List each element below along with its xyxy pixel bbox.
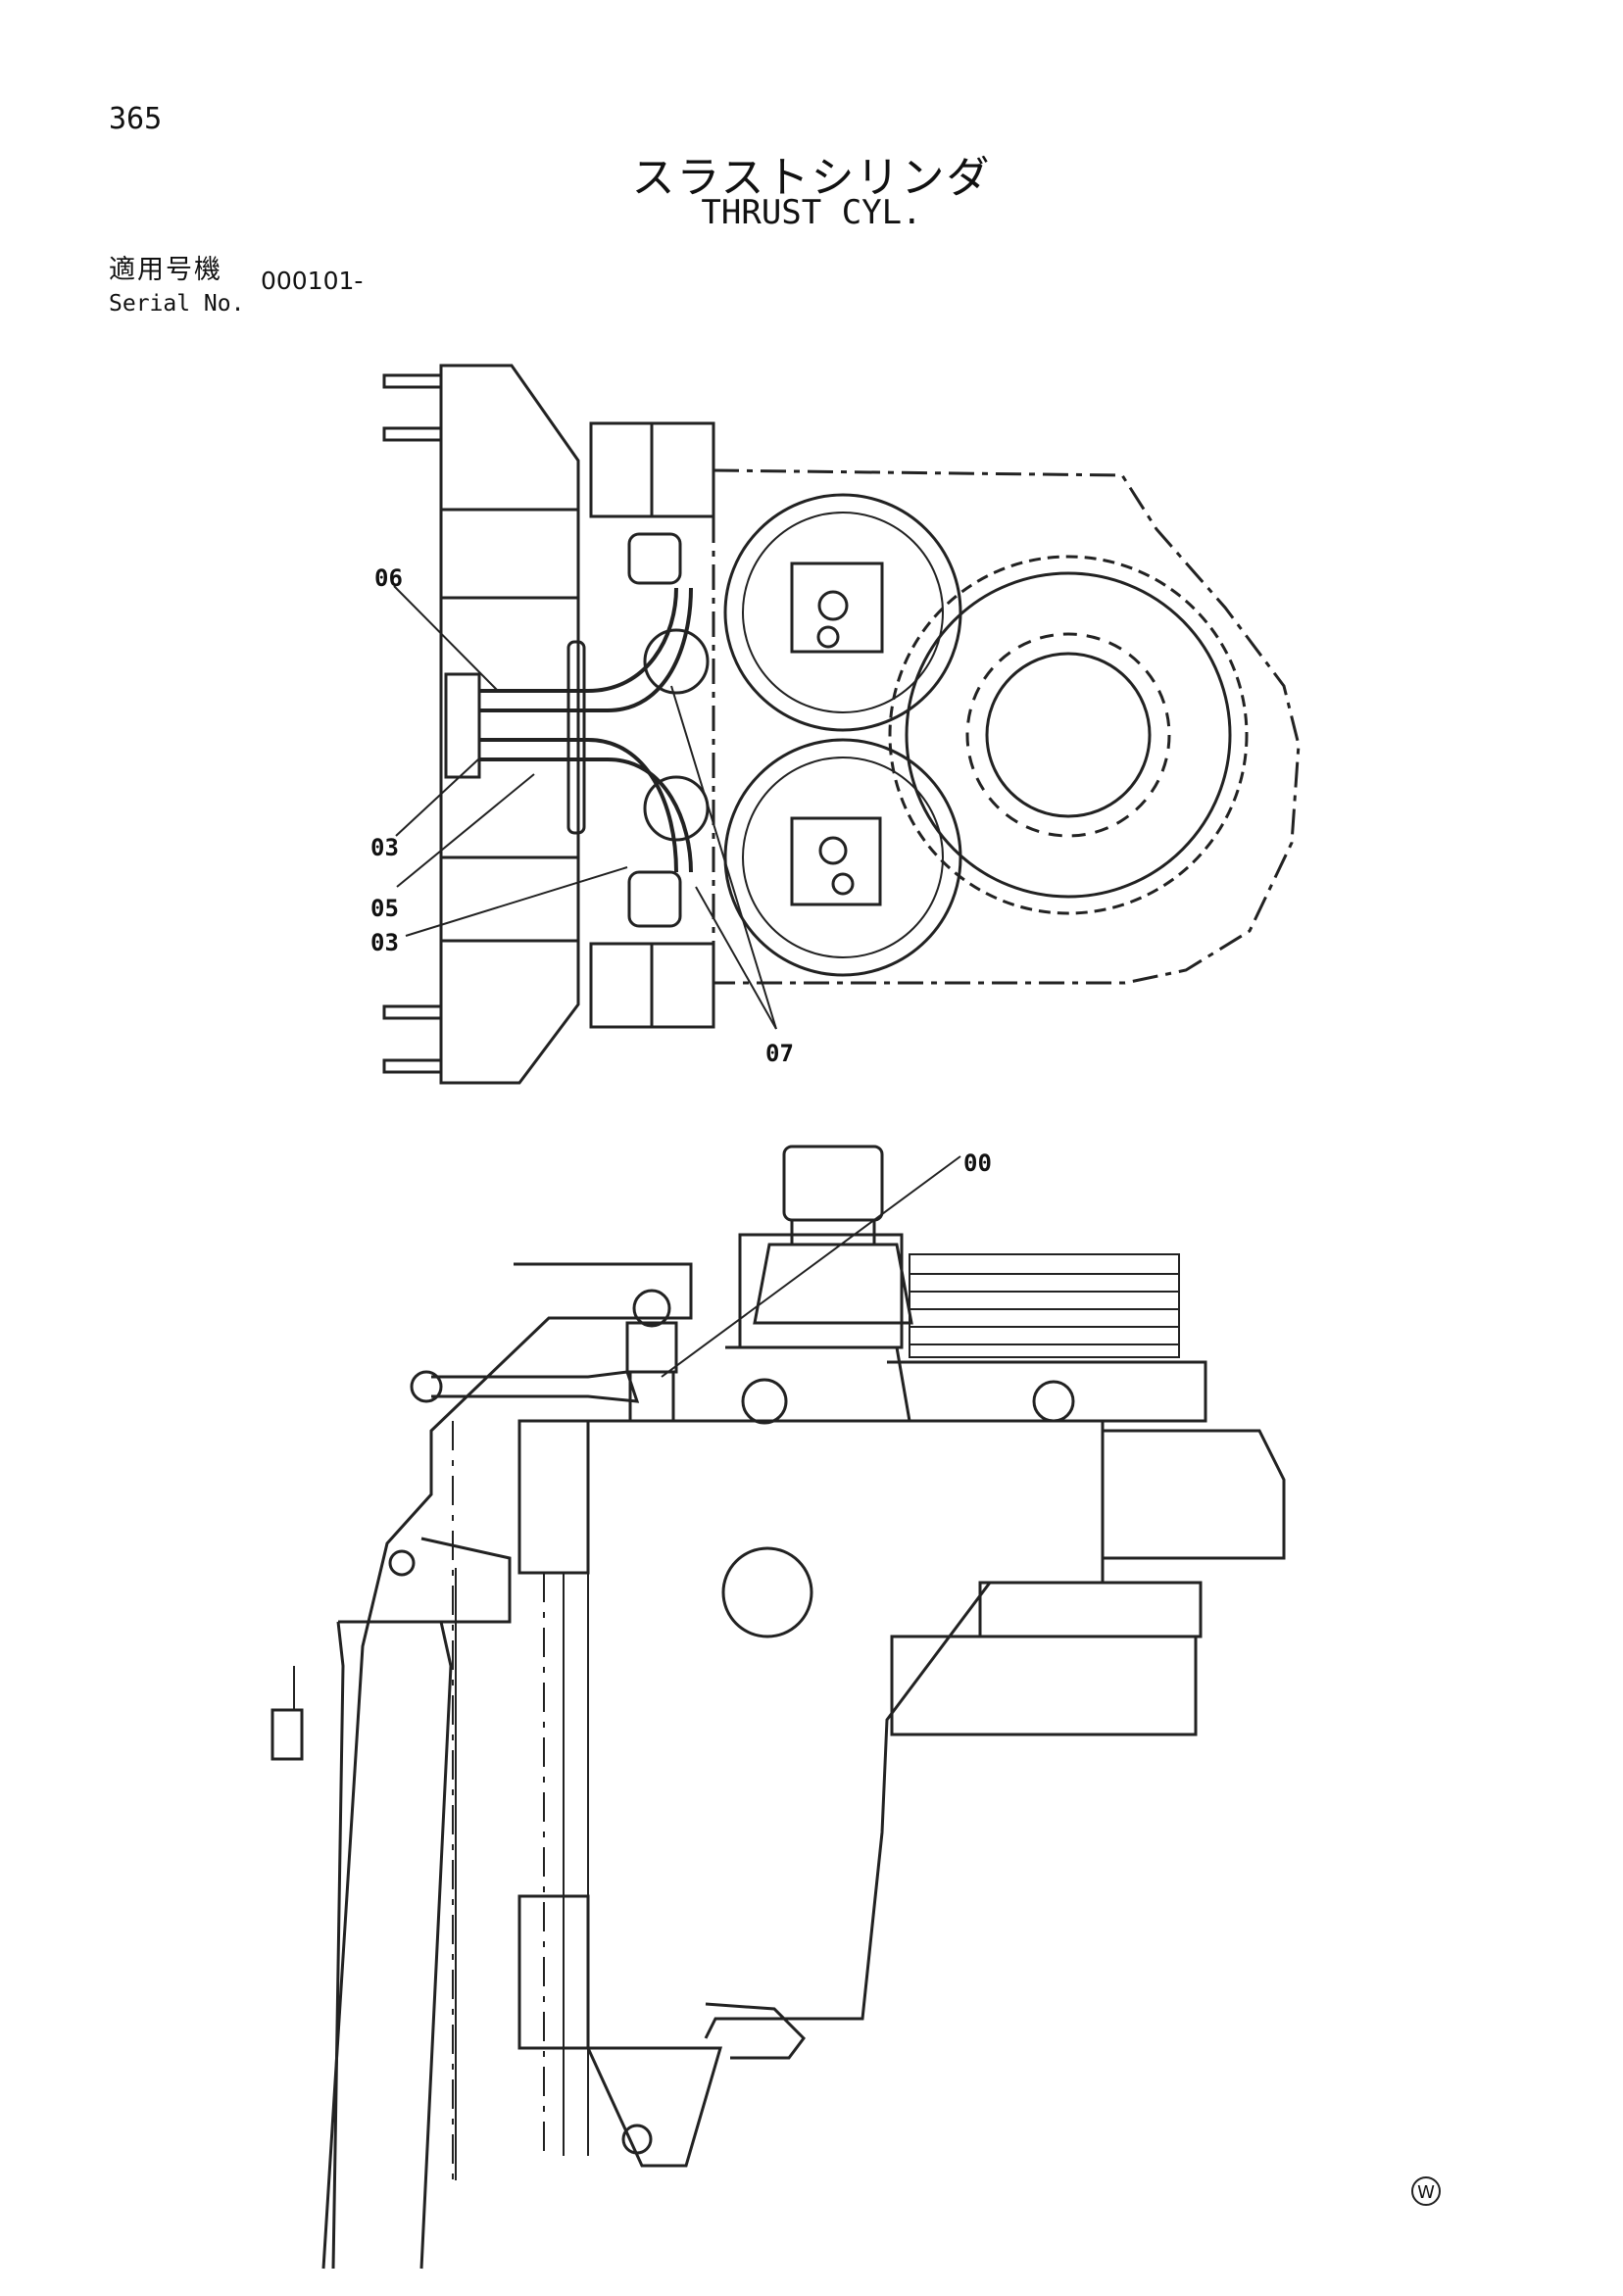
serial-label-japanese: 適用号機 [109, 255, 222, 285]
callout-07: 07 [765, 1040, 794, 1067]
page-title-japanese: スラストシリンダ [631, 153, 992, 203]
page-number: 365 [109, 102, 163, 136]
callout-03: 03 [370, 834, 399, 861]
callout-03-lower: 03 [370, 929, 399, 956]
publisher-mark [1411, 2176, 1441, 2206]
callout-00: 00 [963, 1149, 992, 1177]
top-view-assembly [382, 364, 1301, 1085]
callout-05: 05 [370, 895, 399, 922]
callout-06: 06 [374, 564, 403, 592]
serial-range: 000101- [261, 267, 364, 295]
publisher-mark-letter: W [1417, 2182, 1435, 2203]
side-view-assembly [270, 1145, 1286, 2270]
page-title-english: THRUST CYL. [701, 193, 922, 232]
serial-label-english: Serial No. [109, 291, 245, 317]
